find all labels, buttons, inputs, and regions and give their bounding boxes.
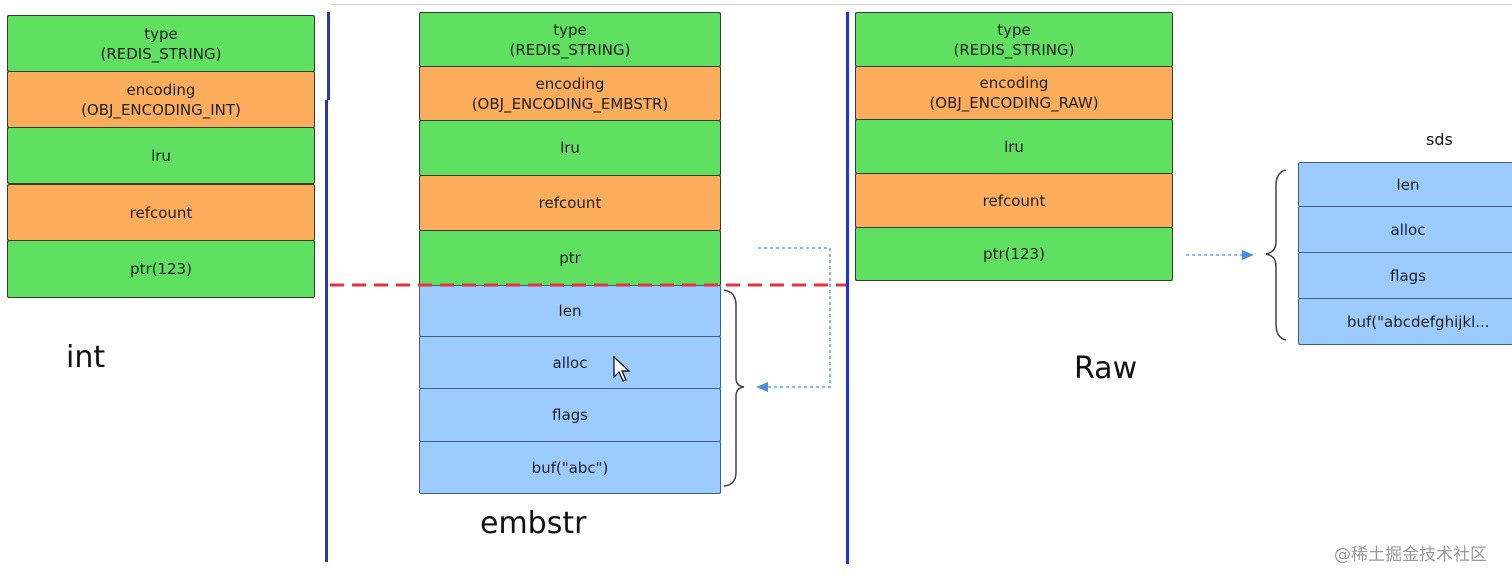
sds-left-brace — [1265, 169, 1287, 341]
raw-type-field: type (REDIS_STRING) — [855, 12, 1173, 67]
embstr-type-value: (REDIS_STRING) — [509, 40, 631, 59]
int-caption: int — [66, 340, 106, 375]
sds-len-label: len — [1396, 175, 1420, 194]
int-lru-label: lru — [151, 146, 171, 165]
embstr-sds-len-field: len — [419, 285, 721, 337]
sds-buf-label: buf("abcdefghijkl... — [1347, 312, 1490, 331]
sds-flags-label: flags — [1390, 266, 1426, 285]
embstr-sds-alloc-field: alloc — [419, 336, 721, 389]
embstr-sds-len-label: len — [558, 302, 582, 320]
raw-type-value: (REDIS_STRING) — [953, 40, 1075, 59]
int-type-name: type — [144, 24, 178, 43]
raw-caption: Raw — [1074, 351, 1138, 386]
embstr-ptr-label: ptr — [559, 249, 581, 267]
embstr-refcount-label: refcount — [538, 194, 602, 212]
int-lru-field: lru — [7, 127, 315, 184]
sds-alloc-field: alloc — [1298, 206, 1512, 253]
embstr-type-name: type — [553, 20, 587, 39]
embstr-ptr-field: ptr — [419, 230, 721, 286]
sds-buf-field: buf("abcdefghijkl... — [1298, 298, 1512, 345]
embstr-ptr-dotted-arrow — [758, 247, 831, 388]
embstr-refcount-field: refcount — [419, 175, 721, 231]
divider-right — [846, 12, 849, 564]
raw-lru-field: lru — [855, 119, 1173, 174]
int-ptr-field: ptr(123) — [7, 240, 315, 298]
raw-type-name: type — [997, 20, 1031, 39]
watermark-text: @稀土掘金技术社区 — [1334, 545, 1487, 565]
embstr-sds-brace — [723, 289, 745, 487]
embstr-sds-buf-label: buf("abc") — [531, 458, 609, 477]
embstr-sds-flags-label: flags — [552, 406, 588, 424]
raw-encoding-name: encoding — [979, 74, 1049, 92]
raw-refcount-label: refcount — [982, 191, 1046, 210]
sds-flags-field: flags — [1298, 252, 1512, 299]
raw-ptr-label: ptr(123) — [983, 245, 1045, 263]
int-refcount-field: refcount — [7, 184, 315, 241]
int-ptr-label: ptr(123) — [130, 260, 192, 278]
embstr-caption: embstr — [480, 506, 587, 541]
embstr-encoding-field: encoding (OBJ_ENCODING_EMBSTR) — [419, 66, 721, 121]
int-refcount-label: refcount — [129, 203, 193, 222]
top-border-line — [330, 4, 1512, 5]
embstr-ptr-arrowhead — [756, 382, 768, 392]
embstr-sds-flags-field: flags — [419, 388, 721, 442]
embstr-sds-buf-field: buf("abc") — [419, 441, 721, 494]
int-encoding-value: (OBJ_ENCODING_INT) — [81, 100, 241, 119]
raw-ptr-arrowhead — [1242, 250, 1254, 260]
mouse-cursor-icon — [613, 355, 631, 382]
divider-left — [327, 12, 330, 100]
embstr-encoding-name: encoding — [535, 74, 605, 93]
embstr-lru-field: lru — [419, 120, 721, 176]
embstr-lru-label: lru — [560, 139, 580, 157]
sds-title: sds — [1426, 130, 1453, 149]
divider-left-lower — [325, 100, 328, 562]
raw-lru-label: lru — [1004, 137, 1024, 156]
sds-len-field: len — [1298, 162, 1512, 207]
embstr-sds-alloc-label: alloc — [552, 353, 588, 372]
sds-alloc-label: alloc — [1390, 220, 1426, 239]
int-type-value: (REDIS_STRING) — [100, 44, 222, 63]
embstr-type-field: type (REDIS_STRING) — [419, 12, 721, 67]
raw-ptr-field: ptr(123) — [855, 227, 1173, 281]
int-encoding-name: encoding — [126, 80, 196, 99]
raw-encoding-value: (OBJ_ENCODING_RAW) — [929, 94, 1099, 112]
embstr-encoding-value: (OBJ_ENCODING_EMBSTR) — [471, 94, 669, 113]
